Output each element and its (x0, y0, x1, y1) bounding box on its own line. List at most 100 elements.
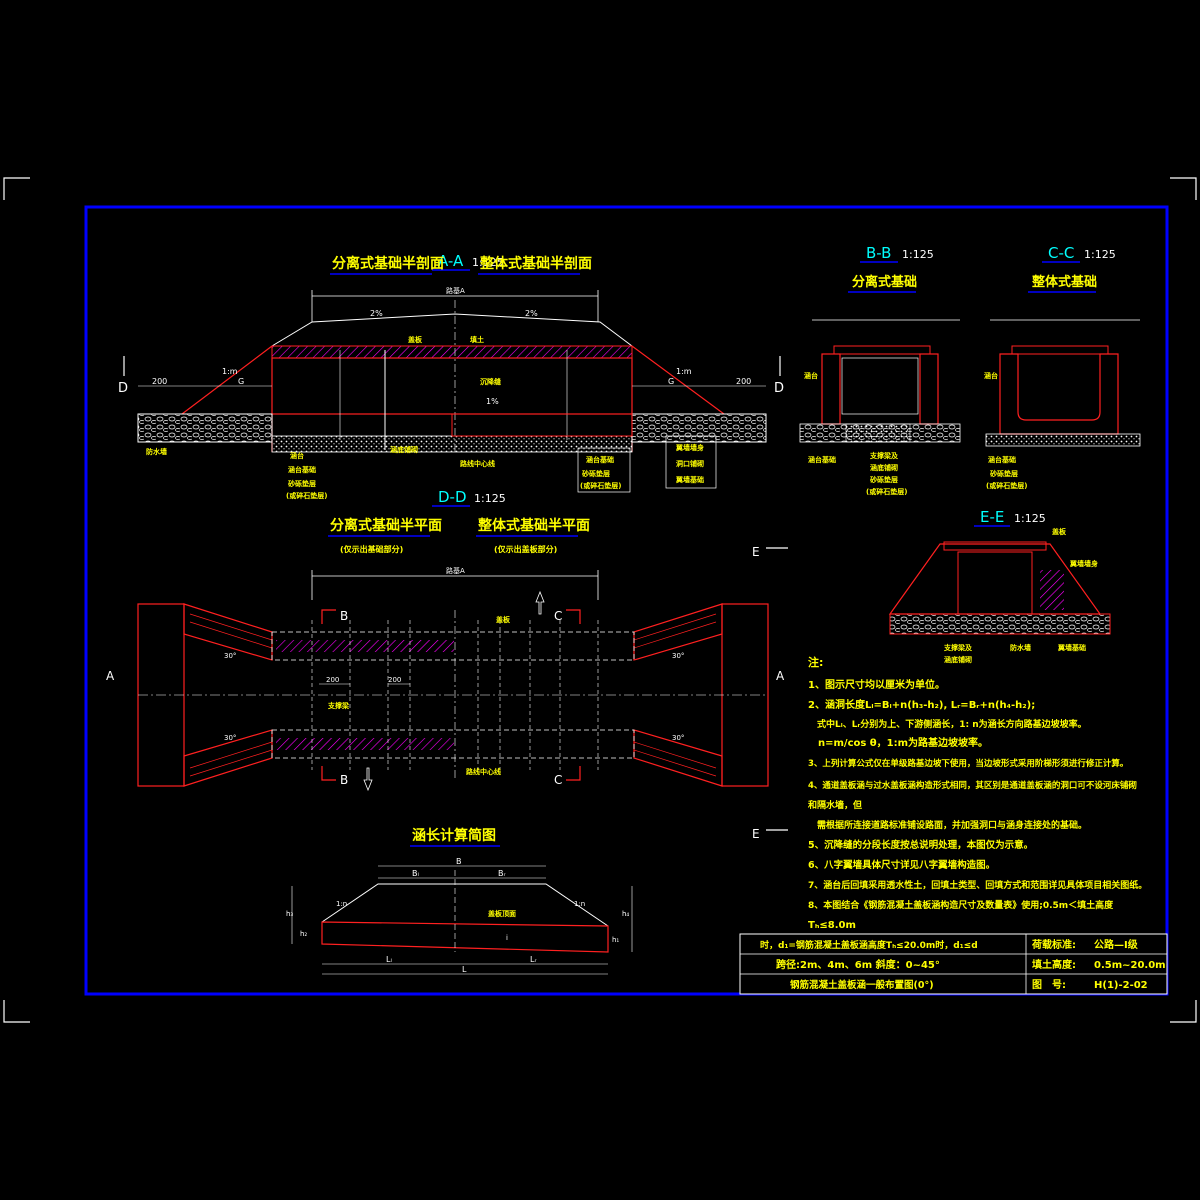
ee-label-slab: 盖板 (1052, 527, 1067, 536)
dd-c-top: C (554, 609, 562, 623)
aa-label-right-6: (或碎石垫层) (580, 481, 621, 490)
aa-label-bottom: 涵底铺砌 (390, 445, 418, 454)
note-line-3: 式中Lₗ、Lᵣ分别为上、下游侧涵长，1: n为涵长方向路基边坡坡率。 (808, 718, 1087, 730)
aa-label-abut-base: 涵台基础 (288, 465, 316, 474)
drawing-frame (84, 205, 1169, 996)
bb-title: 分离式基础 (852, 274, 917, 290)
bb-scale: 1:125 (902, 248, 934, 261)
aa-scale: 1:125 (472, 256, 504, 269)
cc-label-abut: 涵台 (984, 371, 998, 380)
tb-fill-value: 0.5m~20.0m (1094, 960, 1166, 971)
bb-label-pave2: 涵底铺砌 (870, 463, 898, 472)
aa-dim-g-left: G (238, 377, 244, 386)
aa-slope-left: 1:m (222, 367, 238, 376)
calc-title: 涵长计算简图 (412, 827, 496, 844)
aa-dim-200-right: 200 (736, 377, 751, 386)
ee-label-wing: 翼墙墙身 (1069, 559, 1098, 568)
tb-std-value: 公路—Ⅰ级 (1094, 938, 1139, 951)
dd-a-right: A (776, 669, 785, 683)
note-line-8: 需根据所连接道路标准铺设路面，并加强洞口与涵身连接处的基础。 (808, 819, 1087, 831)
dd-a-left: A (106, 669, 115, 683)
aa-label-joint: 沉降缝 (480, 377, 501, 386)
cc-label-gravel2: (或碎石垫层) (986, 481, 1027, 490)
ee-label: E-E (980, 508, 1004, 526)
calc-label: 盖板顶面 (488, 909, 516, 918)
aa-d-right: D (774, 381, 784, 396)
aa-label-gravel-note: (或碎石垫层) (286, 491, 327, 500)
bb-label-pave: 支撑梁及 (869, 451, 899, 460)
bb-label: B-B (866, 244, 891, 262)
aa-label-right-5: 砂砾垫层 (582, 469, 610, 478)
dd-scale: 1:125 (474, 492, 506, 505)
aa-dim-g-right: G (668, 377, 674, 386)
bb-label-gravel: 砂砾垫层 (870, 475, 898, 484)
section-dd: D-D 1:125 分离式基础半平面 (仅示出基础部分) 整体式基础半平面 (仅… (106, 488, 785, 792)
tb-std-label: 荷载标准: (1031, 938, 1076, 951)
note-line-10: 6、八字翼墙具体尺寸详见八字翼墙构造图。 (808, 859, 995, 871)
aa-label-right-4: 涵台基础 (586, 455, 614, 464)
dd-c-bottom: C (554, 773, 562, 787)
calc-h4: h₄ (622, 910, 629, 918)
aa-left-title: 分离式基础半剖面 (332, 255, 444, 272)
aa-label-right-3: 翼墙基础 (675, 475, 704, 484)
note-line-5: 3、上列计算公式仅在单级路基边坡下使用，当边坡形式采用阶梯形须进行修正计算。 (808, 758, 1128, 769)
cc-label: C-C (1048, 244, 1074, 262)
calc-slope-l: 1:n (336, 900, 347, 908)
bb-label-gravel2: (或碎石垫层) (866, 487, 907, 496)
aa-pct-right: 2% (525, 309, 538, 318)
note-line-4: n=m/cos θ，1:m为路基边坡坡率。 (808, 736, 988, 749)
aa-label-right-1: 翼墙墙身 (675, 443, 704, 452)
bb-label-base: 涵台基础 (808, 455, 836, 464)
note-line-12: 8、本图结合《钢筋混凝土盖板涵构造尺寸及数量表》使用;0.5m＜填土高度 (808, 899, 1114, 911)
note-line-13: Tₕ≤8.0m (808, 920, 856, 931)
ee-scale: 1:125 (1014, 512, 1046, 525)
cc-scale: 1:125 (1084, 248, 1116, 261)
calc-i: i (506, 934, 508, 942)
note-line-7: 和隔水墙，但 (807, 799, 862, 811)
calc-h2: h₂ (300, 930, 307, 938)
aa-label-gravel: 砂砾垫层 (288, 479, 316, 488)
dd-angle-br: 30° (672, 734, 684, 742)
calc-l: L (462, 965, 467, 974)
cc-label-base: 涵台基础 (988, 455, 1016, 464)
note-line-2: 2、涵洞长度Lₗ=Bₗ+n(h₃-h₂), Lᵣ=Bᵣ+n(h₄-h₂); (808, 698, 1035, 711)
title-block: 时，d₁=钢筋混凝土盖板涵高度Tₕ≤20.0m时，d₁≤d 跨径:2m、4m、6… (739, 933, 1168, 995)
dd-b-bottom: B (340, 773, 348, 787)
ee-label-cutoff: 防水墙 (1010, 643, 1031, 652)
dd-label-slab: 盖板 (496, 615, 511, 624)
tb-fig-value: H(1)-2-02 (1094, 980, 1148, 991)
aa-label-center: 路线中心线 (460, 459, 495, 468)
calc-sketch: 涵长计算简图 B Bₗ Bᵣ Lₗ Lᵣ L 1:n 1:n 盖板顶面 h₃ h… (286, 827, 633, 975)
section-aa: A-A 1:125 分离式基础半剖面 整体式基础半剖面 路基A 2% 2% 1:… (118, 252, 784, 500)
aa-right-title: 整体式基础半剖面 (479, 255, 592, 272)
sheet-corner-marks (3, 177, 1197, 1023)
calc-bl: Bₗ (412, 869, 419, 878)
tb-line2: 跨径:2m、4m、6m 斜度：0~45° (776, 958, 940, 971)
calc-slope-r: 1:n (574, 900, 585, 908)
calc-h3: h₃ (286, 910, 293, 918)
aa-label-abut: 涵台 (290, 451, 304, 460)
notes-heading: 注: (808, 655, 823, 669)
dd-label-center: 路线中心线 (466, 767, 501, 776)
dd-label: D-D (438, 488, 467, 506)
aa-width-label: 路基A (446, 286, 465, 295)
note-line-6: 4、通道盖板涵与过水盖板涵构造形式相同，其区别是通道盖板涵的洞口可不设河床铺砌 (808, 780, 1137, 791)
dd-label-support: 支撑梁 (327, 701, 350, 710)
aa-dim-200-left: 200 (152, 377, 167, 386)
section-bb: B-B 1:125 分离式基础 涵台 涵台基础 支撑梁及 涵底铺砌 砂砾垫层 (… (799, 244, 961, 496)
tb-line3: 钢筋混凝土盖板涵一般布置图(0°) (790, 979, 934, 991)
dd-angle-tr: 30° (672, 652, 684, 660)
aa-label: A-A (438, 252, 464, 270)
calc-b: B (456, 857, 462, 866)
ee-label-base: 翼墙基础 (1057, 643, 1086, 652)
note-line-1: 1、图示尺寸均以厘米为单位。 (808, 678, 945, 691)
tb-line1: 时，d₁=钢筋混凝土盖板涵高度Tₕ≤20.0m时，d₁≤d (760, 939, 978, 951)
dd-left-title: 分离式基础半平面 (330, 517, 442, 534)
dd-angle-bl: 30° (224, 734, 236, 742)
aa-label-right-2: 洞口铺砌 (676, 459, 704, 468)
note-line-9: 5、沉降缝的分段长度按总说明处理，本图仅为示意。 (808, 839, 1033, 851)
section-cc: C-C 1:125 整体式基础 涵台 涵台基础 砂砾垫层 (或碎石垫层) (984, 244, 1141, 490)
dd-angle-tl: 30° (224, 652, 236, 660)
dd-left-sub: (仅示出基础部分) (340, 544, 403, 554)
